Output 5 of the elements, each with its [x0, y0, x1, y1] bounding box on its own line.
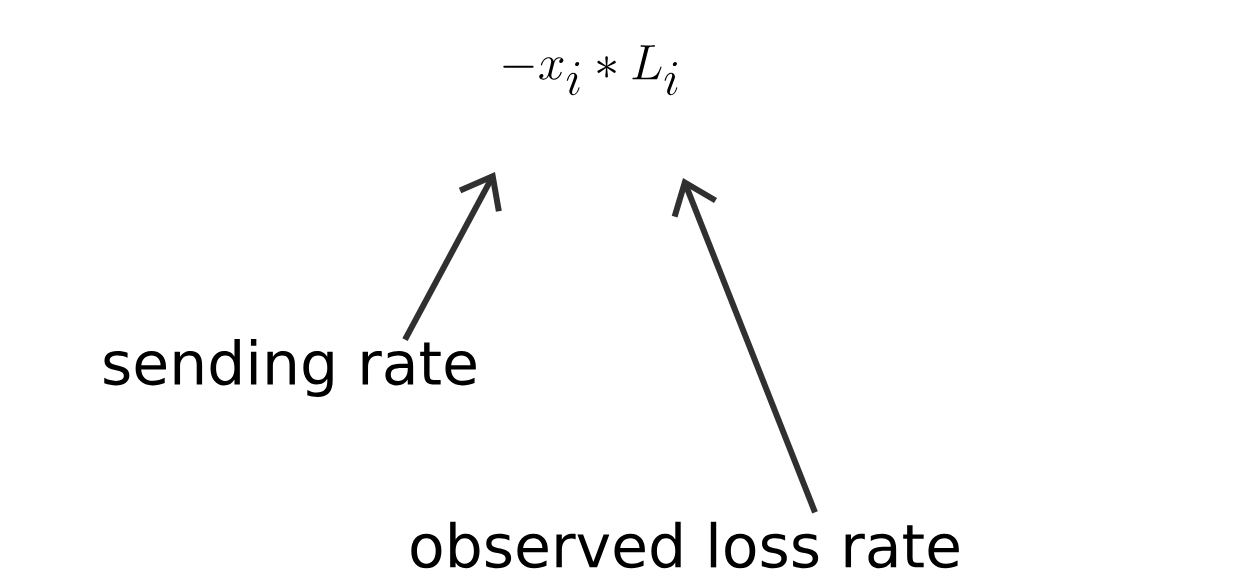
caption-text: sending rate	[104, 338, 476, 398]
leader-arrow	[402, 172, 502, 341]
leader-arrow	[671, 178, 818, 514]
caption-text: observed loss rate	[411, 521, 959, 569]
formula: $-x_i * L_i$	[503, 45, 678, 96]
